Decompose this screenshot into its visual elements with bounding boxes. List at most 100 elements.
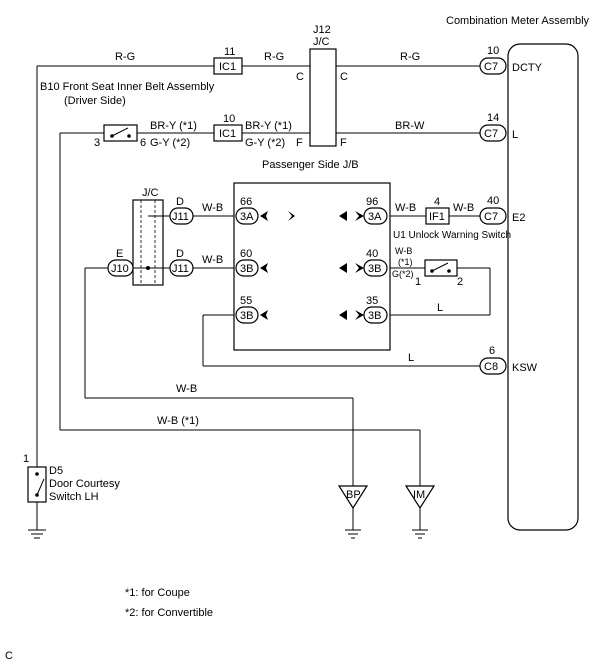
u1-pin-left: 1 <box>415 276 421 288</box>
jb-row-3: 55 3B 35 3B <box>235 295 388 324</box>
connector-pin: E <box>116 248 123 260</box>
wire-label: W-B <box>395 202 416 214</box>
jc-junction: J/C <box>132 187 164 286</box>
terminal-dcty: 10 C7 DCTY <box>479 45 543 75</box>
terminal-ksw: 6 C8 KSW <box>479 345 538 375</box>
j12-sub: J/C <box>313 36 330 48</box>
connector-pin: 66 <box>240 196 252 208</box>
wire-label: L <box>408 352 414 364</box>
connector-pin: 40 <box>366 248 378 260</box>
terminal-name: L <box>512 129 518 141</box>
wire-label: (*1) <box>398 257 413 267</box>
wire-label: W-B <box>453 202 474 214</box>
terminal-conn: C7 <box>484 128 498 140</box>
connector-ic1-top: 11 IC1 <box>213 46 243 75</box>
terminal-l: 14 C7 L <box>479 112 518 142</box>
footnote-coupe: *1: for Coupe <box>125 587 190 599</box>
d5-id: D5 <box>49 465 63 477</box>
connector-pin: 10 <box>223 113 235 125</box>
combination-meter-box <box>507 43 579 531</box>
connector-pin: 4 <box>434 196 440 208</box>
ground-label: BP <box>346 489 361 501</box>
corner-letter: C <box>5 650 13 662</box>
connector-label: J11 <box>172 263 189 275</box>
connector-label: 3B <box>240 310 253 322</box>
wire-label: W-B <box>202 202 223 214</box>
b10-pin-right: 6 <box>140 137 146 149</box>
connector-label: IF1 <box>429 211 445 223</box>
wire-label: W-B (*1) <box>157 415 199 427</box>
b10-pin-left: 3 <box>94 137 100 149</box>
connector-j11-b: D J11 <box>169 248 194 277</box>
d5-pin: 1 <box>23 453 29 465</box>
wire-label: BR-Y (*1) <box>150 120 197 132</box>
terminal-conn: C7 <box>484 211 498 223</box>
j12-pin-c-left: C <box>296 71 304 83</box>
jb-row-2: 60 3B 40 3B <box>235 248 388 277</box>
footnote-convertible: *2: for Convertible <box>125 607 213 619</box>
wire-label: R-G <box>115 51 135 63</box>
connector-label: 3A <box>240 211 254 223</box>
connector-pin: 11 <box>224 46 235 58</box>
terminal-name: KSW <box>512 362 538 374</box>
terminal-name: DCTY <box>512 62 543 74</box>
ground-label: IM <box>413 489 425 501</box>
connector-if1: 4 IF1 <box>425 196 450 225</box>
terminal-pin: 6 <box>489 345 495 357</box>
connector-label: 3B <box>240 263 253 275</box>
terminal-e2: 40 C7 E2 <box>479 195 525 225</box>
connector-j11-a: D J11 <box>169 196 194 225</box>
j12-pin-f-right: F <box>340 137 347 149</box>
wire-label: W-B <box>202 254 223 266</box>
terminal-pin: 40 <box>487 195 499 207</box>
connector-pin: D <box>176 196 184 208</box>
wire-label: G-Y (*2) <box>150 137 190 149</box>
connector-pin: 55 <box>240 295 252 307</box>
connector-j10: E J10 <box>107 248 134 277</box>
b10-belt-switch: B10 Front Seat Inner Belt Assembly (Driv… <box>40 81 215 149</box>
jb-label: Passenger Side J/B <box>262 159 359 171</box>
wire-label: L <box>437 302 443 314</box>
d5-door-courtesy-switch: 1 D5 Door Courtesy Switch LH <box>23 453 120 539</box>
connector-pin: 35 <box>366 295 378 307</box>
wire-label: R-G <box>400 51 420 63</box>
connector-label: J10 <box>111 263 129 275</box>
u1-pin-right: 2 <box>457 276 463 288</box>
connector-pin: 96 <box>366 196 378 208</box>
ground-im: IM <box>404 485 436 539</box>
j12-pin-c-right: C <box>340 71 348 83</box>
d5-line1: Door Courtesy <box>49 478 120 490</box>
j12-name: J12 <box>313 24 331 36</box>
wire-label: BR-Y (*1) <box>245 120 292 132</box>
connector-label: 3B <box>368 310 381 322</box>
u1-switch: W-B (*1) G(*2) 1 2 <box>392 246 463 288</box>
connector-ic1-mid: 10 IC1 <box>213 113 243 142</box>
terminal-conn: C8 <box>484 361 498 373</box>
terminal-pin: 10 <box>487 45 499 57</box>
connector-pin: D <box>176 248 184 260</box>
j12-pin-f-left: F <box>296 137 303 149</box>
wire-label: W-B <box>176 383 197 395</box>
terminal-conn: C7 <box>484 61 498 73</box>
connector-label: 3B <box>368 263 381 275</box>
terminal-name: E2 <box>512 212 525 224</box>
jc-label: J/C <box>142 187 159 199</box>
connector-pin: 60 <box>240 248 252 260</box>
d5-line2: Switch LH <box>49 491 99 503</box>
b10-title: B10 Front Seat Inner Belt Assembly <box>40 81 215 93</box>
j12-junction: J12 J/C C C F F <box>296 24 348 149</box>
meter-title: Combination Meter Assembly <box>446 15 590 27</box>
connector-label: 3A <box>368 211 382 223</box>
wire-label: G-Y (*2) <box>245 137 285 149</box>
wire-label: G(*2) <box>392 269 414 279</box>
wire-label: BR-W <box>395 120 425 132</box>
wire-label: R-G <box>264 51 284 63</box>
connector-label: J11 <box>172 211 189 223</box>
u1-label: U1 Unlock Warning Switch <box>393 230 511 241</box>
connector-label: IC1 <box>219 61 236 73</box>
terminal-pin: 14 <box>487 112 499 124</box>
connector-label: IC1 <box>219 128 236 140</box>
b10-subtitle: (Driver Side) <box>64 95 126 107</box>
ground-bp: BP <box>337 485 369 539</box>
